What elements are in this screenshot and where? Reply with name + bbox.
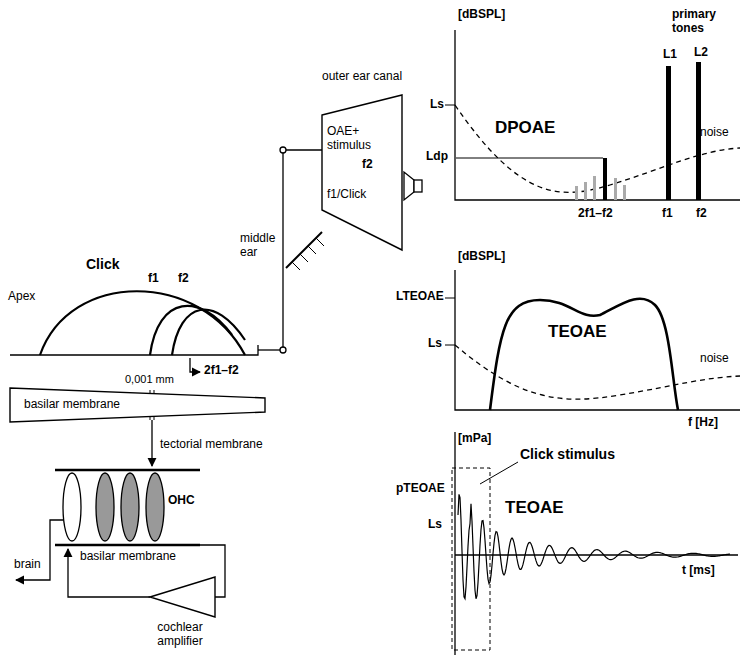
axis-tick: f1 (662, 207, 673, 221)
level-name: Ldp (426, 150, 448, 164)
down-arrow (151, 420, 152, 466)
node-text: OAE+ stimulus (327, 125, 377, 153)
joint (280, 147, 286, 153)
node-shape (322, 95, 402, 250)
level-name: Ls (428, 518, 442, 532)
dp-bar (575, 186, 578, 200)
chart-title: TEOAE (505, 498, 564, 518)
axis-tick: f2 (696, 207, 707, 221)
signal-name: f1 (148, 272, 159, 286)
part-name: middle ear (240, 232, 278, 260)
node-text: f2 (362, 158, 373, 172)
primary-bar (666, 66, 671, 200)
speaker-symbol (404, 172, 414, 200)
basilar-plate (55, 544, 200, 547)
tick (445, 298, 455, 345)
dp-bar (614, 178, 617, 200)
axis-tick: 2f1–f2 (578, 207, 613, 221)
part-name: tectorial membrane (160, 438, 263, 452)
dp-bar (584, 182, 587, 200)
ear-canal: outer ear canalOAE+ stimulus f2 f1/Click (322, 70, 432, 255)
f2-envelope (172, 310, 245, 355)
tectorial-plate (55, 469, 200, 472)
axis (455, 30, 740, 200)
leader-line (480, 462, 518, 484)
part-name: basilar membrane (80, 550, 176, 564)
level-name: Ls (430, 98, 444, 112)
amplifier-triangle: cochlear amplifier (135, 575, 227, 655)
middle-ear-wall (286, 232, 322, 268)
node-shape (10, 388, 265, 422)
membrane-band: basilar membrane (10, 388, 265, 422)
inner-hair-cell (63, 473, 81, 541)
chart-title: DPOAE (495, 118, 555, 138)
ossicle-line (282, 153, 283, 347)
callout-label: Click stimulus (520, 446, 615, 462)
eardrum-link (286, 149, 322, 150)
dp-bar (603, 158, 607, 200)
speaker-symbol (414, 180, 422, 192)
node-outline (322, 70, 432, 255)
outer-hair-cell (96, 473, 114, 541)
signal-name: f2 (178, 272, 189, 286)
level-name: pTEOAE (396, 482, 445, 496)
node-shape (150, 577, 215, 617)
axis-unit: [dBSPL] (458, 8, 505, 22)
outer-hair-cell (146, 473, 164, 541)
axis-title: t [ms] (682, 564, 715, 578)
node-text: cochlear amplifier (135, 621, 225, 649)
axis-unit: [mPa] (458, 432, 491, 446)
part-name: brain (14, 558, 41, 572)
teoae-spectrum (490, 299, 678, 410)
click-envelope (40, 291, 245, 355)
chart-title: TEOAE (548, 322, 607, 342)
outer-hair-cell (121, 473, 139, 541)
part-name: Apex (8, 290, 35, 304)
node-text: f1/Click (327, 188, 366, 202)
axis-unit: [dBSPL] (458, 250, 505, 264)
axis-title: f [Hz] (688, 416, 718, 430)
dp-arrow (190, 358, 200, 372)
joint (280, 347, 286, 353)
curve-label: noise (700, 352, 729, 366)
signal-name: Click (86, 256, 119, 272)
level-name: Ls (428, 337, 442, 351)
level-name: LTEOAE (396, 290, 444, 304)
node-text: basilar membrane (24, 398, 120, 412)
signal-name: 2f1–f2 (204, 364, 239, 378)
oval-window-link (258, 349, 280, 350)
curve-label: noise (700, 126, 729, 140)
tick (445, 105, 455, 106)
level-name: L2 (694, 46, 708, 60)
axis (454, 432, 455, 655)
teoae-waveform (458, 494, 730, 598)
bar-caption: primary tones (672, 8, 724, 36)
zero-line (455, 554, 738, 555)
dimension: 0,001 mm (125, 373, 174, 386)
cochlea-baseline (10, 345, 258, 355)
level-line (456, 158, 603, 159)
noise-curve (455, 345, 740, 399)
wall-hatch (292, 238, 324, 270)
axis (455, 270, 740, 410)
click-window (452, 468, 490, 650)
node-text: outer ear canal (322, 70, 402, 84)
level-name: L1 (663, 48, 677, 62)
dp-bar (593, 176, 596, 200)
part-name: OHC (168, 494, 195, 508)
dp-bar (623, 185, 626, 200)
